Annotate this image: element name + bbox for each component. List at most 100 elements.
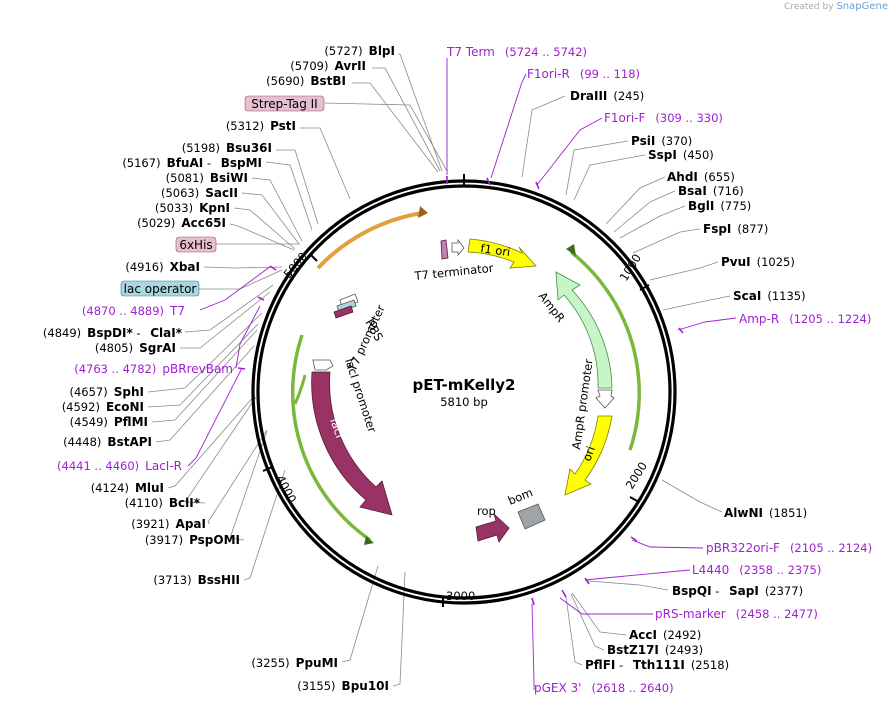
primer-pgex-3[interactable]: pGEX 3'(2618 .. 2640) — [534, 681, 674, 695]
primer-labels: T7 Term(5724 .. 5742) F1ori-R(99 .. 118) F… — [57, 45, 872, 695]
primer-f1ori-r[interactable]: F1ori-R(99 .. 118) — [527, 67, 640, 81]
enzyme-pos: (2377) — [765, 584, 803, 598]
enzyme-name: AvrII — [334, 59, 366, 73]
snapgene-logo: SnapGene — [836, 1, 888, 12]
primer-laci-r[interactable]: (4441 .. 4460)LacI-R — [57, 459, 182, 473]
enzyme-sgrai[interactable]: (4805)SgrAI — [95, 341, 176, 355]
enzyme-alwni[interactable]: AlwNI(1851) — [724, 506, 807, 520]
primer-pbrrevbam[interactable]: (4763 .. 4782) pBRrevBam — [74, 362, 233, 376]
enzyme-pos: (4916) — [125, 260, 163, 274]
enzyme-avrii[interactable]: (5709)AvrII — [290, 59, 366, 73]
enzyme-bsshii[interactable]: (3713)BssHII — [153, 573, 240, 587]
plasmid-length: 5810 bp — [440, 395, 488, 409]
enzyme-pos: (1025) — [757, 255, 795, 269]
enzyme-name: ApaI — [176, 517, 206, 531]
enzyme-pos: (3713) — [153, 573, 191, 587]
enzyme-bstapi[interactable]: (4448)BstAPI — [63, 435, 152, 449]
primer-l4440[interactable]: L4440(2358 .. 2375) — [692, 563, 821, 577]
laci-promoter-arrow — [312, 359, 334, 371]
enzyme-econi[interactable]: (4592)EcoNI — [62, 400, 144, 414]
enzyme-pos: (3921) — [131, 517, 169, 531]
enzyme-pspomi[interactable]: (3917)PspOMI — [145, 533, 240, 547]
enzyme-psti[interactable]: (5312)PstI — [226, 119, 296, 133]
enzyme-bspdi-clai[interactable]: (4849)BspDI* - ClaI* — [43, 326, 183, 340]
svg-text:(5198)Bsu36I: (5198)Bsu36I — [182, 141, 272, 155]
feature-label-f1-ori: f1 ori — [480, 241, 512, 259]
svg-text:(4592)EcoNI: (4592)EcoNI — [62, 400, 144, 414]
enzyme-acc65i[interactable]: (5029)Acc65I — [137, 216, 226, 230]
f1-ori-arrow — [467, 238, 537, 269]
enzyme-apai[interactable]: (3921) ApaI — [131, 517, 206, 531]
primer-f1ori-f[interactable]: F1ori-F(309 .. 330) — [604, 111, 723, 125]
enzyme-name: SspI — [648, 148, 677, 162]
svg-text:(3921)ApaI: (3921) ApaI — [131, 517, 206, 531]
enzyme-bsai[interactable]: BsaI(716) — [678, 184, 744, 198]
svg-text:(5029)Acc65I: (5029)Acc65I — [137, 216, 226, 230]
enzyme-bcli[interactable]: (4110)BclI* — [125, 496, 201, 510]
enzyme-name: BspDI — [87, 326, 126, 340]
enzyme-blpi[interactable]: (5727)BlpI — [324, 44, 395, 58]
enzyme-bpu10i[interactable]: (3155)Bpu10I — [297, 679, 389, 693]
enzyme-name: BstZ17I — [607, 643, 659, 657]
enzyme-sphi[interactable]: (4657)SphI — [70, 385, 145, 399]
primer-pbr322ori-f[interactable]: pBR322ori-F(2105 .. 2124) — [706, 541, 872, 555]
enzyme-xbai[interactable]: (4916)XbaI — [125, 260, 200, 274]
primer-t7[interactable]: (4870 .. 4889)T7 — [82, 304, 185, 318]
enzyme-bstbi[interactable]: (5690)BstBI — [266, 74, 346, 88]
enzyme-name: MluI — [135, 481, 164, 495]
enzyme-kpni[interactable]: (5033)KpnI — [155, 201, 230, 215]
enzyme-pflmi[interactable]: (4549) PflMI — [70, 415, 148, 429]
svg-text:Amp-R(1205 .. 1224): Amp-R(1205 .. 1224) — [739, 312, 871, 326]
primer-name: pBRrevBam — [162, 362, 233, 376]
svg-text:BstZ17I(2493): BstZ17I(2493) — [607, 643, 703, 657]
enzyme-pos: (4549) — [70, 415, 108, 429]
enzyme-pos: (4592) — [62, 400, 100, 414]
svg-text:(4805)SgrAI: (4805)SgrAI — [95, 341, 176, 355]
enzyme-bsu36i[interactable]: (5198)Bsu36I — [182, 141, 272, 155]
enzyme-bstz17i[interactable]: BstZ17I(2493) — [607, 643, 703, 657]
primer-pos: (2358 .. 2375) — [739, 563, 821, 577]
right-labels: DraIII(245)PsiI(370)SspI(450)AhdI(655)Bs… — [570, 89, 807, 672]
enzyme-name2: SapI — [729, 584, 759, 598]
orf-arc-left-arrowhead — [364, 536, 374, 545]
enzyme-name: Bsu36I — [226, 141, 272, 155]
primer-pos: (309 .. 330) — [655, 111, 723, 125]
enzyme-bspqi-sapi[interactable]: BspQI - SapI(2377) — [672, 584, 803, 598]
enzyme-pvui[interactable]: PvuI(1025) — [721, 255, 795, 269]
enzyme-ppumi[interactable]: (3255)PpuMI — [251, 656, 338, 670]
svg-text:L4440(2358 .. 2375): L4440(2358 .. 2375) — [692, 563, 821, 577]
enzyme-ahdi[interactable]: AhdI (655) — [667, 170, 735, 184]
enzyme-bsiwi[interactable]: (5081)BsiWI — [166, 171, 248, 185]
enzyme-name: BstAPI — [107, 435, 152, 449]
enzyme-name: PflMI — [114, 415, 148, 429]
enzyme-draiii[interactable]: DraIII(245) — [570, 89, 644, 103]
primer-prs-marker[interactable]: pRS-marker(2458 .. 2477) — [655, 607, 818, 621]
enzyme-name: BsiWI — [210, 171, 248, 185]
enzyme-mlui[interactable]: (4124)MluI — [91, 481, 164, 495]
enzyme-pflfi-tth111i[interactable]: PflFI - Tth111I(2518) — [585, 658, 729, 672]
svg-text:DraIII(245): DraIII(245) — [570, 89, 644, 103]
enzyme-fspi[interactable]: FspI(877) — [703, 222, 768, 236]
primer-pos: (4763 .. 4782) — [74, 362, 156, 376]
svg-text:(3255)PpuMI: (3255)PpuMI — [251, 656, 338, 670]
primer-t7-term[interactable]: T7 Term(5724 .. 5742) — [446, 45, 587, 59]
enzyme-pos: (655) — [704, 170, 735, 184]
enzyme-bgli[interactable]: BglI(775) — [688, 199, 751, 213]
svg-text:BglI(775): BglI(775) — [688, 199, 751, 213]
enzyme-name: PstI — [270, 119, 296, 133]
enzyme-scai[interactable]: ScaI(1135) — [733, 289, 806, 303]
tick-5000-mark — [309, 253, 318, 262]
enzyme-sacii[interactable]: (5063)SacII — [161, 186, 238, 200]
enzyme-psii[interactable]: PsiI(370) — [631, 134, 692, 148]
enzyme-name: AhdI — [667, 170, 698, 184]
t7-terminator-arrow — [451, 238, 465, 257]
enzyme-sspi[interactable]: SspI(450) — [648, 148, 714, 162]
enzyme-pos: (4849) — [43, 326, 81, 340]
enzyme-name: FspI — [703, 222, 731, 236]
enzyme-bfuai-bspmi[interactable]: (5167)BfuAI - BspMI — [122, 156, 262, 170]
primer-amp-r[interactable]: Amp-R(1205 .. 1224) — [739, 312, 871, 326]
enzyme-name: BspQI — [672, 584, 712, 598]
svg-text:(3917)PspOMI: (3917)PspOMI — [145, 533, 240, 547]
enzyme-acci[interactable]: AccI(2492) — [629, 628, 701, 642]
